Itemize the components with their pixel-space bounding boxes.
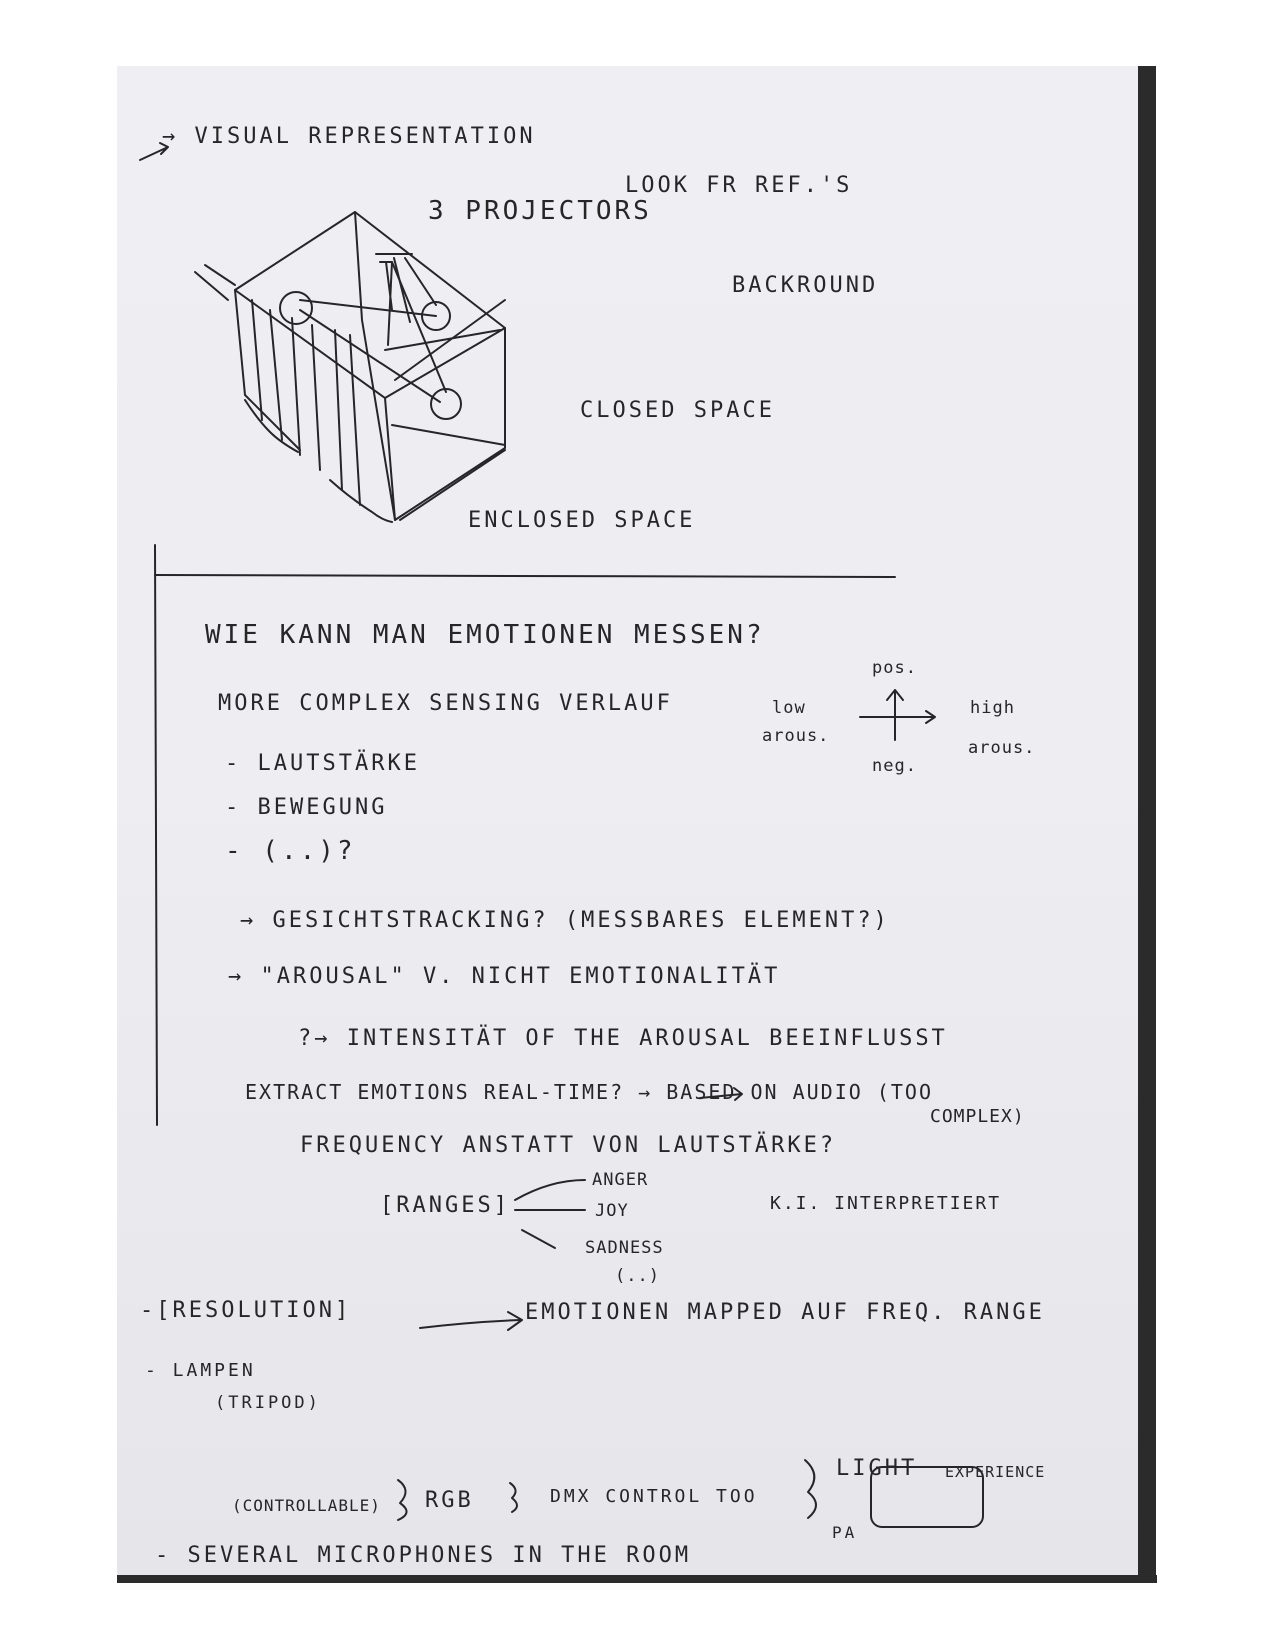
- note-enclosed-space: ENCLOSED SPACE: [468, 508, 696, 533]
- notebook-page: [117, 66, 1149, 1580]
- note-ki-interprets: K.I. INTERPRETIERT: [770, 1193, 1002, 1214]
- note-emotions-mapped: EMOTIONEN MAPPED AUF FREQ. RANGE: [525, 1300, 1045, 1325]
- axis-low-label: low: [772, 698, 806, 718]
- brace-icon-large: [804, 1459, 817, 1519]
- note-complex-sensing: MORE COMPLEX SENSING VERLAUF: [218, 691, 673, 716]
- axis-high-arousal-label: arous.: [968, 738, 1036, 758]
- list-item-movement: - BEWEGUNG: [225, 795, 388, 820]
- note-microphones: - SEVERAL MICROPHONES IN THE ROOM: [155, 1543, 692, 1568]
- notebook-edge: [1138, 66, 1156, 1580]
- note-experience: EXPERIENCE: [945, 1463, 1046, 1481]
- list-item-etc: - (..)?: [225, 836, 356, 866]
- ranges-branches: [514, 1179, 586, 1249]
- horizontal-divider: [154, 574, 896, 578]
- note-face-tracking: → GESICHTSTRACKING? (MESSBARES ELEMENT?): [240, 908, 890, 933]
- arrow-icon: [139, 142, 169, 161]
- axis-low-arousal-label: arous.: [762, 726, 830, 746]
- note-pa: PA: [832, 1523, 858, 1542]
- note-ranges: [RANGES]: [380, 1193, 510, 1218]
- note-arousal: → "AROUSAL" V. NICHT EMOTIONALITÄT: [228, 964, 781, 989]
- note-intensity: ?→ INTENSITÄT OF THE AROUSAL BEEINFLUSST: [298, 1026, 948, 1051]
- note-too-complex: COMPLEX): [930, 1106, 1025, 1127]
- note-resolution: -[RESOLUTION]: [140, 1298, 352, 1323]
- note-three-projectors: 3 PROJECTORS: [428, 196, 652, 226]
- brace-icon: [397, 1479, 408, 1521]
- range-anger: ANGER: [592, 1170, 649, 1190]
- range-etc: (..): [615, 1266, 660, 1286]
- mapping-arrow-icon: [419, 1311, 523, 1331]
- axis-high-label: high: [970, 698, 1015, 718]
- projector-room-sketch: [194, 211, 506, 523]
- light-box: [870, 1466, 984, 1528]
- note-closed-space: CLOSED SPACE: [580, 398, 775, 423]
- note-rgb: RGB: [425, 1488, 474, 1513]
- note-dmx-control: DMX CONTROL TOO: [550, 1486, 758, 1507]
- arousal-axis-diagram: [859, 689, 936, 741]
- range-joy: JOY: [595, 1201, 629, 1221]
- heading-visual-representation: → VISUAL REPRESENTATION: [162, 124, 536, 149]
- note-frequency: FREQUENCY ANSTATT VON LAUTSTÄRKE?: [300, 1133, 837, 1158]
- notebook-bottom-edge: [117, 1575, 1157, 1583]
- note-controllable: (CONTROLLABLE): [232, 1496, 381, 1515]
- list-item-volume: - LAUTSTÄRKE: [225, 751, 420, 776]
- vertical-margin-line: [154, 544, 158, 1126]
- note-light: LIGHT: [836, 1456, 918, 1481]
- axis-pos-label: pos.: [872, 658, 917, 678]
- note-tripod: (TRIPOD): [215, 1393, 321, 1413]
- range-sadness: SADNESS: [585, 1238, 664, 1258]
- note-lamps: - LAMPEN: [145, 1360, 256, 1381]
- note-look-for-refs: LOOK FR REF.'S: [625, 173, 853, 198]
- extract-arrow-icon: [699, 1087, 743, 1101]
- note-background: BACKROUND: [732, 273, 879, 298]
- axis-neg-label: neg.: [872, 756, 917, 776]
- brace-icon-small: [509, 1482, 518, 1513]
- heading-question: WIE KANN MAN EMOTIONEN MESSEN?: [205, 620, 765, 650]
- note-extract-emotions: EXTRACT EMOTIONS REAL-TIME? → BASED ON A…: [245, 1080, 934, 1104]
